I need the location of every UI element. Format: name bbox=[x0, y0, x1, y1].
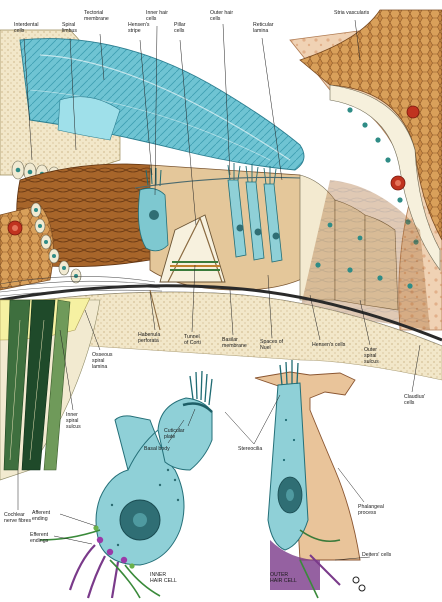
label-claudius-cells: Claudius' cells bbox=[404, 394, 425, 406]
label-pillar-cells: Pillar cells bbox=[174, 22, 186, 34]
label-efferent-endings: Efferent endings bbox=[30, 532, 48, 544]
label-stria-vascularis: Stria vascularis bbox=[334, 10, 369, 16]
label-spaces-of-nuel: Spaces of Nuel bbox=[260, 339, 283, 351]
label-outer-spiral-sulcus: Outer spiral sulcus bbox=[364, 347, 379, 365]
label-stereocilia: Stereocilia bbox=[238, 446, 262, 452]
label-osseous-spiral-lamina: Osseous spiral lamina bbox=[92, 352, 112, 370]
label-outer-hair-cells: Outer hair cells bbox=[210, 10, 233, 22]
label-inner-hair-cells: Inner hair cells bbox=[146, 10, 168, 22]
label-habenula-perforata: Habenula perforata bbox=[138, 332, 160, 344]
label-tunnel-of-corti: Tunnel of Corti bbox=[184, 334, 201, 346]
label-basal-body: Basal body bbox=[144, 446, 170, 452]
label-cuticular-plate: Cuticular plate bbox=[164, 428, 184, 440]
label-inner-hair-cell-title: INNER HAIR CELL bbox=[150, 572, 177, 584]
label-reticular-lamina: Reticular lamina bbox=[253, 22, 273, 34]
label-cochlear-nerve-fibres: Cochlear nerve fibres bbox=[4, 512, 31, 524]
label-outer-hair-cell-title: OUTER HAIR CELL bbox=[270, 572, 297, 584]
label-tectorial-membrane: Tectorial membrane bbox=[84, 10, 109, 22]
label-spiral-limbus: Spiral limbus bbox=[62, 22, 77, 34]
label-interdental-cells: Interdental cells bbox=[14, 22, 39, 34]
label-afferent-ending: Afferent ending bbox=[32, 510, 50, 522]
label-hensens-stripe: Hensen's stripe bbox=[128, 22, 149, 34]
label-basilar-membrane: Basilar membrane bbox=[222, 337, 247, 349]
label-phalangeal-process: Phalangeal process bbox=[358, 504, 384, 516]
label-deiters-cells: Deiters' cells bbox=[362, 552, 391, 558]
label-hensens-cells: Hensen's cells bbox=[312, 342, 345, 348]
label-inner-spiral-sulcus: Inner spiral sulcus bbox=[66, 412, 81, 430]
